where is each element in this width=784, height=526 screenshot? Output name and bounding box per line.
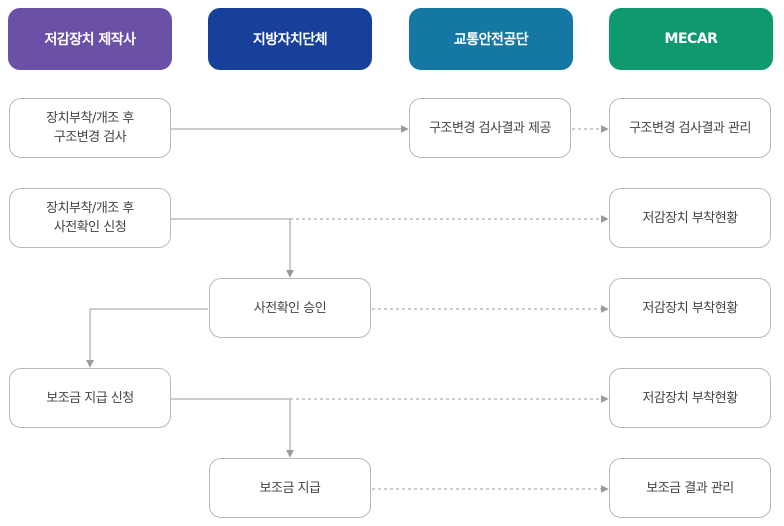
box-inspection-result-provide: 구조변경 검사결과 제공 <box>409 98 571 158</box>
box-device-status-3: 저감장치 부착현황 <box>609 368 771 428</box>
box-inspection-result-manage: 구조변경 검사결과 관리 <box>609 98 771 158</box>
box-inspection-result-provide-label: 구조변경 검사결과 제공 <box>429 120 551 136</box>
header-manufacturer: 저감장치 제작사 <box>8 8 172 70</box>
box-subsidy-apply: 보조금 지급 신청 <box>9 368 171 428</box>
box-subsidy-apply-label: 보조금 지급 신청 <box>46 390 134 406</box>
box-inspection-result-manage-label: 구조변경 검사결과 관리 <box>629 120 751 136</box>
box-device-status-2: 저감장치 부착현황 <box>609 278 771 338</box>
box-precheck-apply: 장치부착/개조 후 사전확인 신청 <box>9 188 171 248</box>
box-device-status-3-label: 저감장치 부착현황 <box>642 390 738 406</box>
box-device-status-1: 저감장치 부착현황 <box>609 188 771 248</box>
box-subsidy-pay-label: 보조금 지급 <box>259 480 321 496</box>
header-traffic-safety-label: 교통안전공단 <box>453 32 529 48</box>
header-mecar-label: MECAR <box>664 31 718 47</box>
box-precheck-approve: 사전확인 승인 <box>209 278 371 338</box>
box-subsidy-pay: 보조금 지급 <box>209 458 371 518</box>
box-precheck-apply-label: 장치부착/개조 후 사전확인 신청 <box>46 201 134 235</box>
header-mecar: MECAR <box>609 8 773 70</box>
box-precheck-approve-label: 사전확인 승인 <box>253 300 327 316</box>
header-manufacturer-label: 저감장치 제작사 <box>44 32 136 48</box>
header-local-government-label: 지방자치단체 <box>252 32 328 48</box>
header-local-government: 지방자치단체 <box>208 8 372 70</box>
header-traffic-safety: 교통안전공단 <box>409 8 573 70</box>
box-device-status-2-label: 저감장치 부착현황 <box>642 300 738 316</box>
box-subsidy-result-manage: 보조금 결과 관리 <box>609 458 771 518</box>
box-structure-inspection-label: 장치부착/개조 후 구조변경 검사 <box>46 111 134 145</box>
box-device-status-1-label: 저감장치 부착현황 <box>642 210 738 226</box>
box-structure-inspection: 장치부착/개조 후 구조변경 검사 <box>9 98 171 158</box>
box-subsidy-result-manage-label: 보조금 결과 관리 <box>646 480 734 496</box>
